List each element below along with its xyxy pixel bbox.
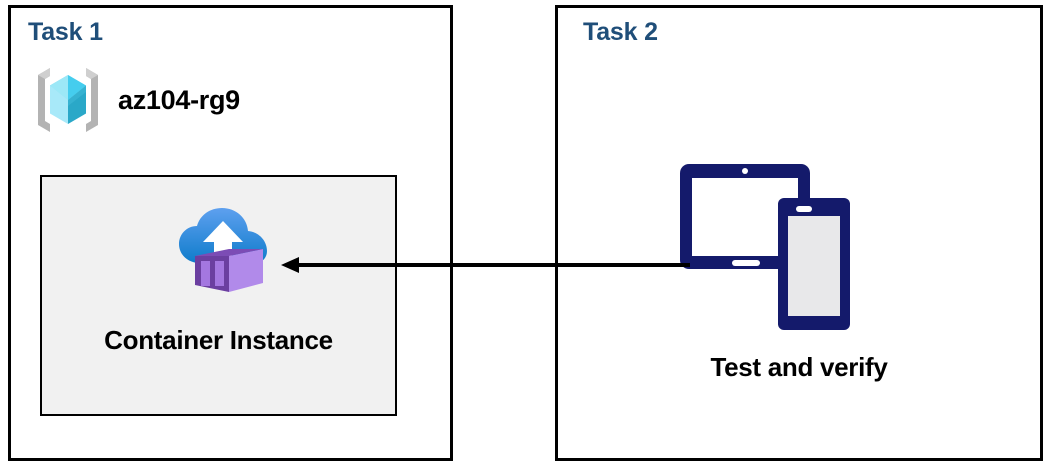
arrow-task2-to-container-instance-icon <box>281 257 690 273</box>
container-instance-box: Container Instance <box>40 175 397 416</box>
panel-title-task-1: Task 1 <box>28 18 103 46</box>
test-and-verify-label: Test and verify <box>710 352 888 382</box>
container-instance-label: Container Instance <box>104 325 333 355</box>
azure-resource-group-icon <box>38 68 98 132</box>
panel-title-task-2: Task 2 <box>583 18 658 46</box>
resource-group-label: az104-rg9 <box>118 84 240 115</box>
devices-tablet-phone-icon <box>680 164 850 330</box>
azure-container-instance-icon <box>179 208 267 292</box>
resource-group-row: az104-rg9 <box>30 62 240 138</box>
